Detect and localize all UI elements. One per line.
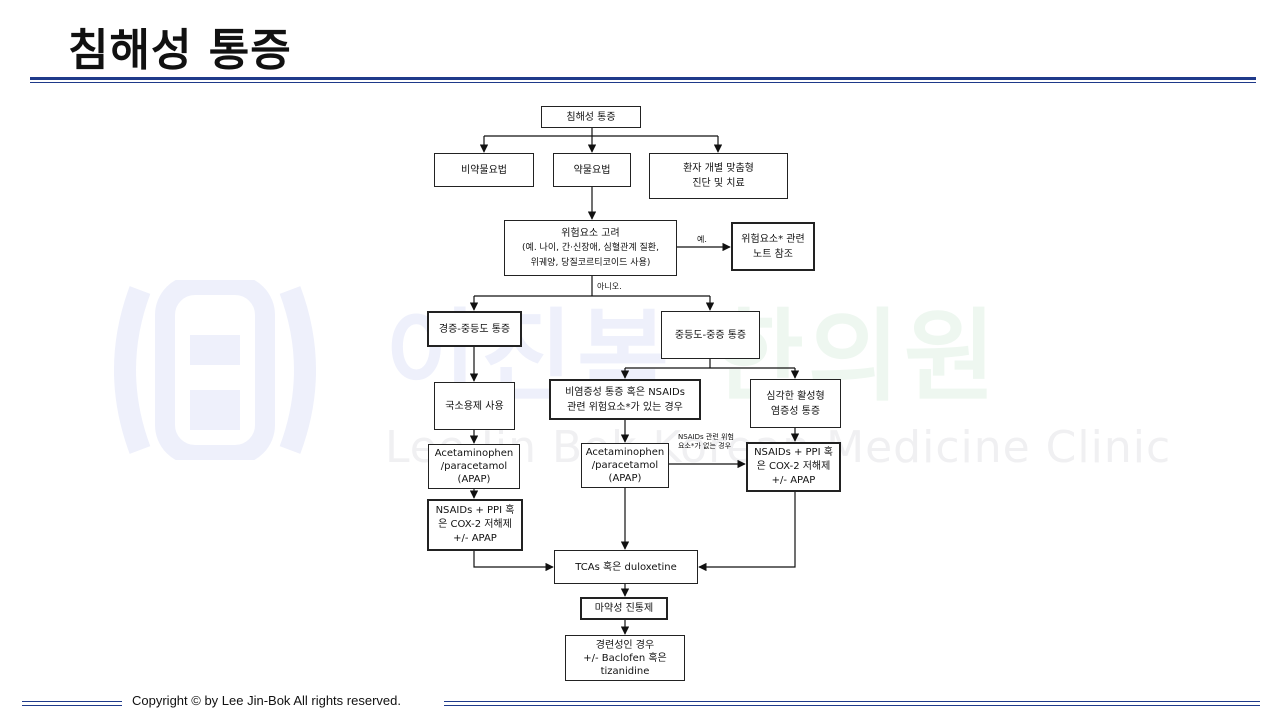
page-title: 침해성 통증	[68, 25, 292, 76]
copyright-text: Copyright © by Lee Jin-Bok All rights re…	[132, 693, 401, 708]
label-no: 아니오.	[597, 282, 622, 291]
footer-rule-right	[444, 701, 1260, 702]
node-moderate: 중등도-중증 통증	[661, 311, 760, 359]
label-yes: 예.	[697, 235, 707, 244]
footer-rule-left	[22, 701, 122, 702]
node-topical: 국소용제 사용	[434, 382, 515, 430]
node-root: 침해성 통증	[541, 106, 641, 128]
node-opioid: 마약성 진통제	[580, 597, 668, 620]
node-non-drug: 비약물요법	[434, 153, 534, 187]
node-risk: 위험요소 고려(예. 나이, 간·신장애, 심혈관계 질환,위궤양, 당질코르티…	[504, 220, 677, 276]
title-rule-thin	[30, 82, 1256, 83]
node-mild: 경증-중등도 통증	[427, 311, 522, 347]
footer-rule-right-2	[444, 705, 1260, 706]
node-tca: TCAs 혹은 duloxetine	[554, 550, 698, 584]
node-apap-left: Acetaminophen/paracetamol(APAP)	[428, 444, 520, 489]
title-rule	[30, 77, 1256, 80]
footer-rule-left-2	[22, 705, 122, 706]
node-apap-mid: Acetaminophen/paracetamol(APAP)	[581, 443, 669, 488]
node-drug: 약물요법	[553, 153, 631, 187]
